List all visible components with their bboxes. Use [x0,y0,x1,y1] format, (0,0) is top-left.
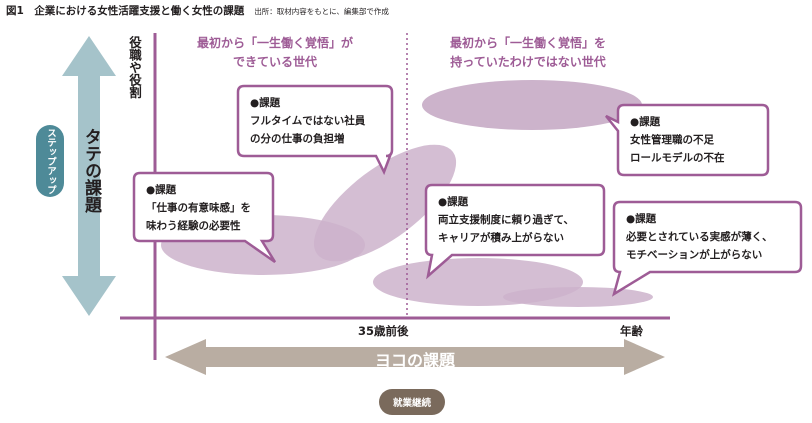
vertical-issues-label: タテの課題 [81,128,101,213]
step-up-label: ステップアップ [45,127,56,195]
issue-heading: ●課題 [250,97,281,109]
ellipse-top-right [422,80,642,130]
issue-heading: ●課題 [146,184,177,196]
continuation-label: 就業継続 [392,398,431,409]
horizontal-double-arrow [165,339,665,375]
region-label-right: 最初から「一生働く覚悟」を 持っていたわけではない世代 [428,34,628,72]
issue-text-3: ●課題 両立支援制度に頼り過ぎて、 キャリアが積み上がらない [438,193,574,247]
issue-text-4: ●課題 女性管理職の不足 ロールモデルの不在 [630,113,725,167]
continuation-pill: 就業継続 [379,389,445,415]
issue-text-1: ●課題 フルタイムではない社員 の分の仕事の負担増 [250,94,365,148]
y-axis-label: 役職や役割 [127,36,142,99]
issue-bubble-1 [236,84,394,176]
issue-heading: ●課題 [630,116,661,128]
region-left-line-1: 最初から「一生働く覚悟」が [196,36,353,50]
figure-title-text: 図1 企業における女性活躍支援と働く女性の課題 [6,5,245,17]
issue-heading: ●課題 [438,196,469,208]
issue-line: 「仕事の有意味感」を [146,202,251,214]
region-right-line-1: 最初から「一生働く覚悟」を [449,36,606,50]
issue-line: 女性管理職の不足 [630,134,714,146]
ellipse-lower-right [503,287,653,307]
issue-line: キャリアが積み上がらない [438,232,564,244]
step-up-pill: ステップアップ [36,125,64,197]
issue-line: 味わう経験の必要性 [146,220,241,232]
figure-source: 出所：取材内容をもとに、編集部で作成 [254,7,389,16]
issue-heading: ●課題 [626,213,657,225]
issue-line: 必要とされている実感が薄く、 [626,231,773,243]
issue-line: の分の仕事の負担増 [250,133,345,145]
x-axis-age-mark: 35歳前後 [358,324,409,338]
issue-line: フルタイムではない社員 [250,115,366,127]
horizontal-issues-label: ヨコの課題 [374,351,455,370]
issue-line: ロールモデルの不在 [630,152,725,164]
issue-line: モチベーションが上がらない [626,249,763,261]
issue-bubble-5 [611,200,803,297]
issue-text-2: ●課題 「仕事の有意味感」を 味わう経験の必要性 [146,181,251,235]
region-label-left: 最初から「一生働く覚悟」が できている世代 [170,34,380,72]
issue-bubble-2 [132,171,277,264]
region-right-line-2: 持っていたわけではない世代 [450,55,606,69]
region-left-line-2: できている世代 [232,55,317,69]
x-axis-label: 年齢 [620,324,643,338]
vertical-double-arrow [62,36,116,316]
figure-title: 図1 企業における女性活躍支援と働く女性の課題出所：取材内容をもとに、編集部で作… [6,3,389,18]
issue-bubble-4 [605,103,770,177]
issue-line: 両立支援制度に頼り過ぎて、 [438,214,574,226]
issue-text-5: ●課題 必要とされている実感が薄く、 モチベーションが上がらない [626,210,773,264]
issue-bubble-3 [424,183,606,280]
